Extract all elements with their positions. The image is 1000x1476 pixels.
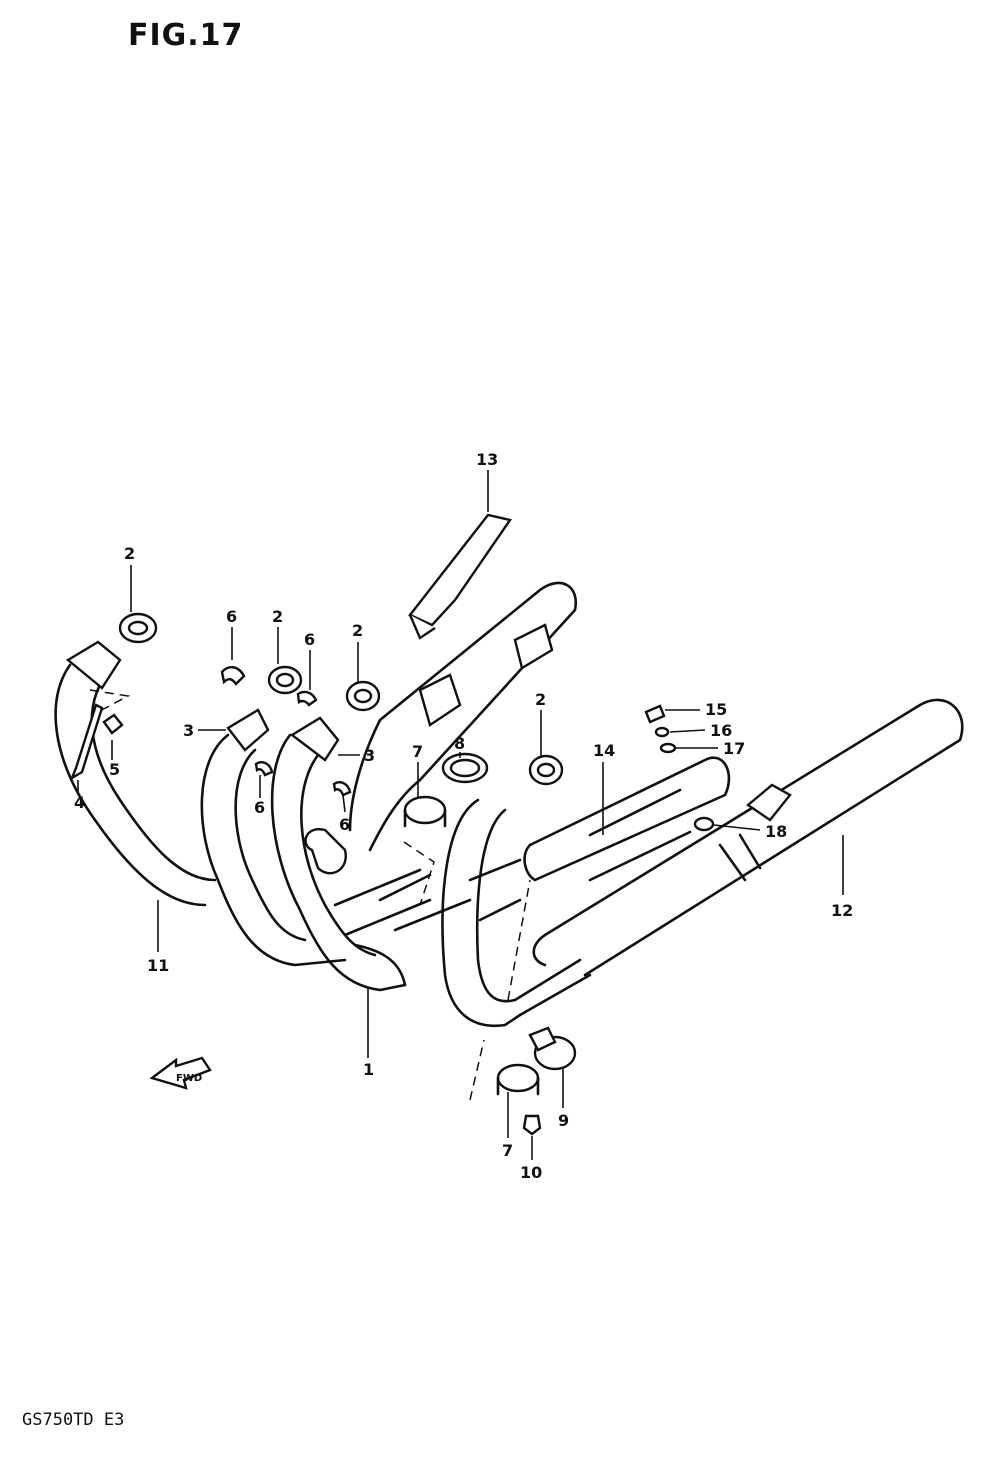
washer-17 bbox=[659, 742, 677, 754]
figure-title: FIG.17 bbox=[128, 18, 244, 53]
callout-labels: 2 6 2 6 2 13 3 3 5 4 6 6 7 8 2 14 15 16 … bbox=[74, 450, 853, 1182]
fwd-arrow: FWD bbox=[149, 1056, 212, 1090]
gasket-2-mid bbox=[267, 665, 303, 695]
callout-2-left: 2 bbox=[124, 544, 135, 563]
leader-lines bbox=[77, 470, 844, 1160]
connector-7-lower bbox=[496, 1063, 540, 1096]
callout-8: 8 bbox=[454, 734, 465, 753]
callout-2-far-right: 2 bbox=[535, 690, 546, 709]
callout-5: 5 bbox=[109, 760, 120, 779]
callout-6-d: 6 bbox=[339, 815, 350, 834]
callout-11: 11 bbox=[147, 956, 169, 975]
cotter-6-a bbox=[220, 666, 246, 686]
clamp-9 bbox=[528, 1026, 577, 1071]
washer-18 bbox=[693, 816, 715, 832]
callout-3-left: 3 bbox=[183, 721, 194, 740]
gasket-2-left bbox=[118, 612, 158, 644]
callout-17: 17 bbox=[723, 739, 745, 758]
header-pipe-11 bbox=[54, 640, 217, 907]
callout-13: 13 bbox=[476, 450, 498, 469]
callout-15: 15 bbox=[705, 700, 727, 719]
callout-3-right: 3 bbox=[364, 746, 375, 765]
callout-6-c: 6 bbox=[254, 798, 265, 817]
bracket-13 bbox=[408, 513, 512, 640]
bolt-15 bbox=[644, 704, 666, 724]
bolt-10 bbox=[522, 1114, 542, 1136]
muffler-12 bbox=[441, 698, 964, 1028]
cotter-6-d bbox=[332, 781, 352, 797]
callout-6-a: 6 bbox=[226, 607, 237, 626]
callout-7-upper: 7 bbox=[412, 742, 423, 761]
callout-4: 4 bbox=[74, 793, 85, 812]
gasket-2-far-right bbox=[528, 754, 564, 786]
washer-16 bbox=[654, 726, 670, 738]
gasket-2-right bbox=[345, 680, 381, 712]
callout-10: 10 bbox=[520, 1163, 542, 1182]
cotter-6-b bbox=[296, 690, 318, 707]
nut-5 bbox=[102, 713, 124, 735]
clamp-3-right bbox=[289, 716, 340, 762]
connector-pipe-14 bbox=[523, 756, 731, 882]
callout-14: 14 bbox=[593, 741, 615, 760]
callout-2-mid: 2 bbox=[272, 607, 283, 626]
callout-7-lower: 7 bbox=[502, 1141, 513, 1160]
connector-7-upper bbox=[403, 795, 447, 828]
fwd-arrow-label: FWD bbox=[176, 1073, 202, 1084]
callout-1: 1 bbox=[363, 1060, 374, 1079]
clamp-8 bbox=[441, 752, 489, 784]
clamp-3-left bbox=[226, 708, 270, 752]
callout-9: 9 bbox=[558, 1111, 569, 1130]
callout-16: 16 bbox=[710, 721, 732, 740]
header-pipe-group bbox=[200, 733, 522, 992]
muffler-upper bbox=[304, 581, 578, 875]
callout-12: 12 bbox=[831, 901, 853, 920]
stud-4 bbox=[69, 703, 104, 781]
model-code: GS750TD E3 bbox=[22, 1410, 125, 1430]
callout-18: 18 bbox=[765, 822, 787, 841]
cotter-6-c bbox=[254, 761, 274, 777]
callout-2-right: 2 bbox=[352, 621, 363, 640]
callout-6-b: 6 bbox=[304, 630, 315, 649]
